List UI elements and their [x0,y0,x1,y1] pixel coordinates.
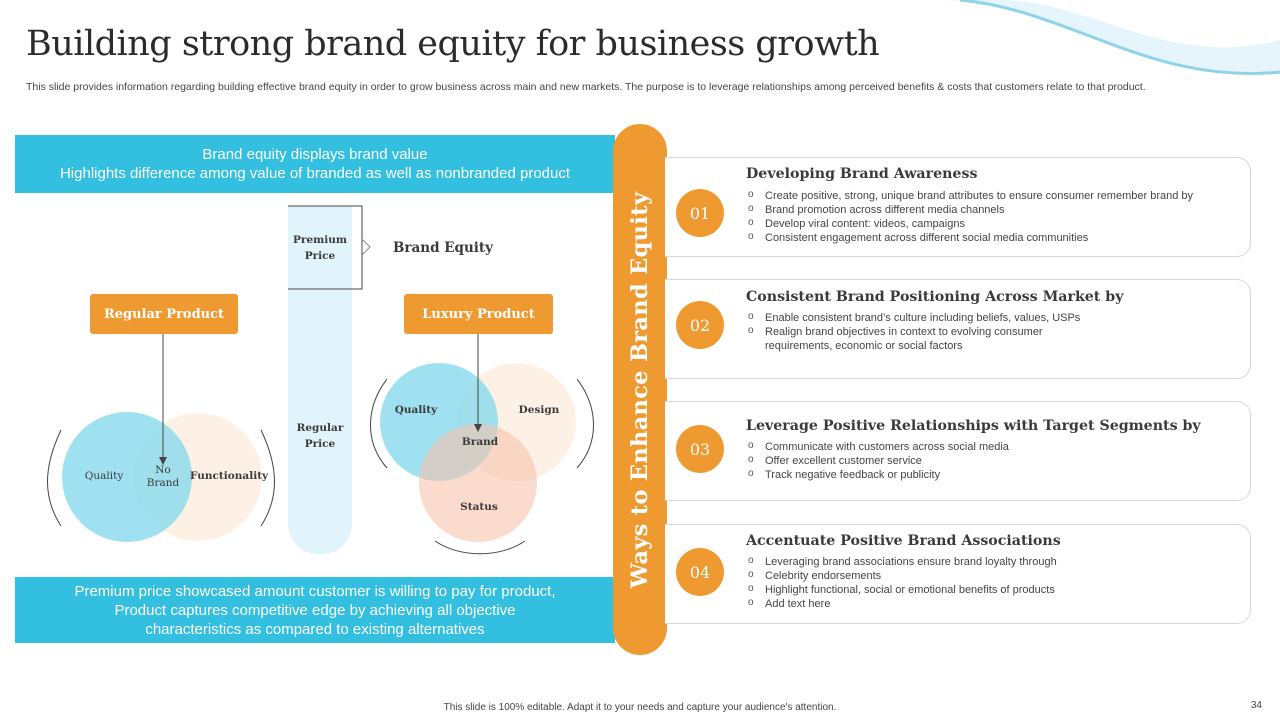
regular-venn-right-arc [260,429,275,527]
card-1-bullet: Brand promotion across different media c… [746,202,1241,217]
price-bar [288,206,352,554]
ways-vertical-text: Ways to Enhance Brand Equity [627,191,654,588]
quality-circle-regular [62,412,192,542]
status-label: Status [460,501,498,513]
card-3-title: Leverage Positive Relationships with Tar… [746,418,1201,434]
step-number-3: 03 [676,425,724,473]
card-2-bullet: Enable consistent brand’s culture includ… [746,310,1091,325]
brand-equity-label: Brand Equity [393,240,493,256]
luxury-product-tag: Luxury Product [404,294,553,334]
card-4-bullet: Leveraging brand associations ensure bra… [746,554,1241,569]
luxury-venn-left-arc [370,378,388,469]
card-1-bullet: Consistent engagement across different s… [746,230,1241,245]
regular-product-tag: Regular Product [90,294,238,334]
card-4-title: Accentuate Positive Brand Associations [746,533,1061,549]
bottom-band-line-2: Product captures competitive edge by ach… [114,601,516,619]
decorative-swoosh [940,0,1280,75]
card-4-bullet: Celebrity endorsements [746,568,1241,583]
card-1-bullets: Create positive, strong, unique brand at… [746,188,1241,245]
brand-equity-bracket [288,205,363,290]
page-title: Building strong brand equity for busines… [26,24,880,64]
no-brand-label: No Brand [146,464,180,489]
top-band-line-2: Highlights difference among value of bra… [59,165,571,182]
card-4-bullet: Add text here [746,596,1241,611]
footer-note: This slide is 100% editable. Adapt it to… [443,702,837,713]
brand-equity-diagram [47,205,594,555]
card-4-bullet: Highlight functional, social or emotiona… [746,582,1241,597]
luxury-venn-right-arc [576,378,594,469]
bottom-info-band: Premium price showcased amount customer … [15,577,615,643]
step-number-4: 04 [676,548,724,596]
card-1-bullet: Create positive, strong, unique brand at… [746,188,1241,203]
regular-venn-left-arc [47,429,62,527]
status-circle [419,424,537,542]
card-3-bullet: Offer excellent customer service [746,453,1241,468]
card-3-bullet: Communicate with customers across social… [746,439,1241,454]
bracket-pointer [361,238,371,256]
card-3-bullets: Communicate with customers across social… [746,439,1241,482]
bottom-band-line-1: Premium price showcased amount customer … [74,582,556,600]
step-number-2: 02 [676,301,724,349]
luxury-venn-bottom-arc [434,540,526,555]
design-label: Design [518,404,560,416]
top-info-band: Brand equity displays brand value Highli… [15,135,615,193]
ways-vertical-bar [613,124,667,655]
bottom-band-line-3: characteristics as compared to existing … [145,620,485,638]
step-number-1: 01 [676,189,724,237]
card-2-title: Consistent Brand Positioning Across Mark… [746,289,1124,305]
regular-quality-label: Quality [84,470,124,482]
card-2-bullets: Enable consistent brand’s culture includ… [746,310,1091,353]
card-2-bullet: Realign brand objectives in context to e… [746,324,1091,353]
page-subtitle: This slide provides information regardin… [26,81,1146,93]
luxury-quality-label: Quality [394,404,438,416]
premium-price-label: Premium Price [293,234,347,262]
top-band-line-1: Brand equity displays brand value [202,146,428,163]
card-1-bullet: Develop viral content: videos, campaigns [746,216,1241,231]
ways-vertical-label: Ways to Enhance Brand Equity [613,124,667,655]
page-number: 34 [1250,700,1262,711]
card-1-title: Developing Brand Awareness [746,166,978,182]
regular-price-label: Regular Price [296,422,344,450]
functionality-label: Functionality [190,470,269,482]
brand-label: Brand [461,436,499,448]
card-3-bullet: Track negative feedback or publicity [746,467,1241,482]
card-4-bullets: Leveraging brand associations ensure bra… [746,554,1241,611]
